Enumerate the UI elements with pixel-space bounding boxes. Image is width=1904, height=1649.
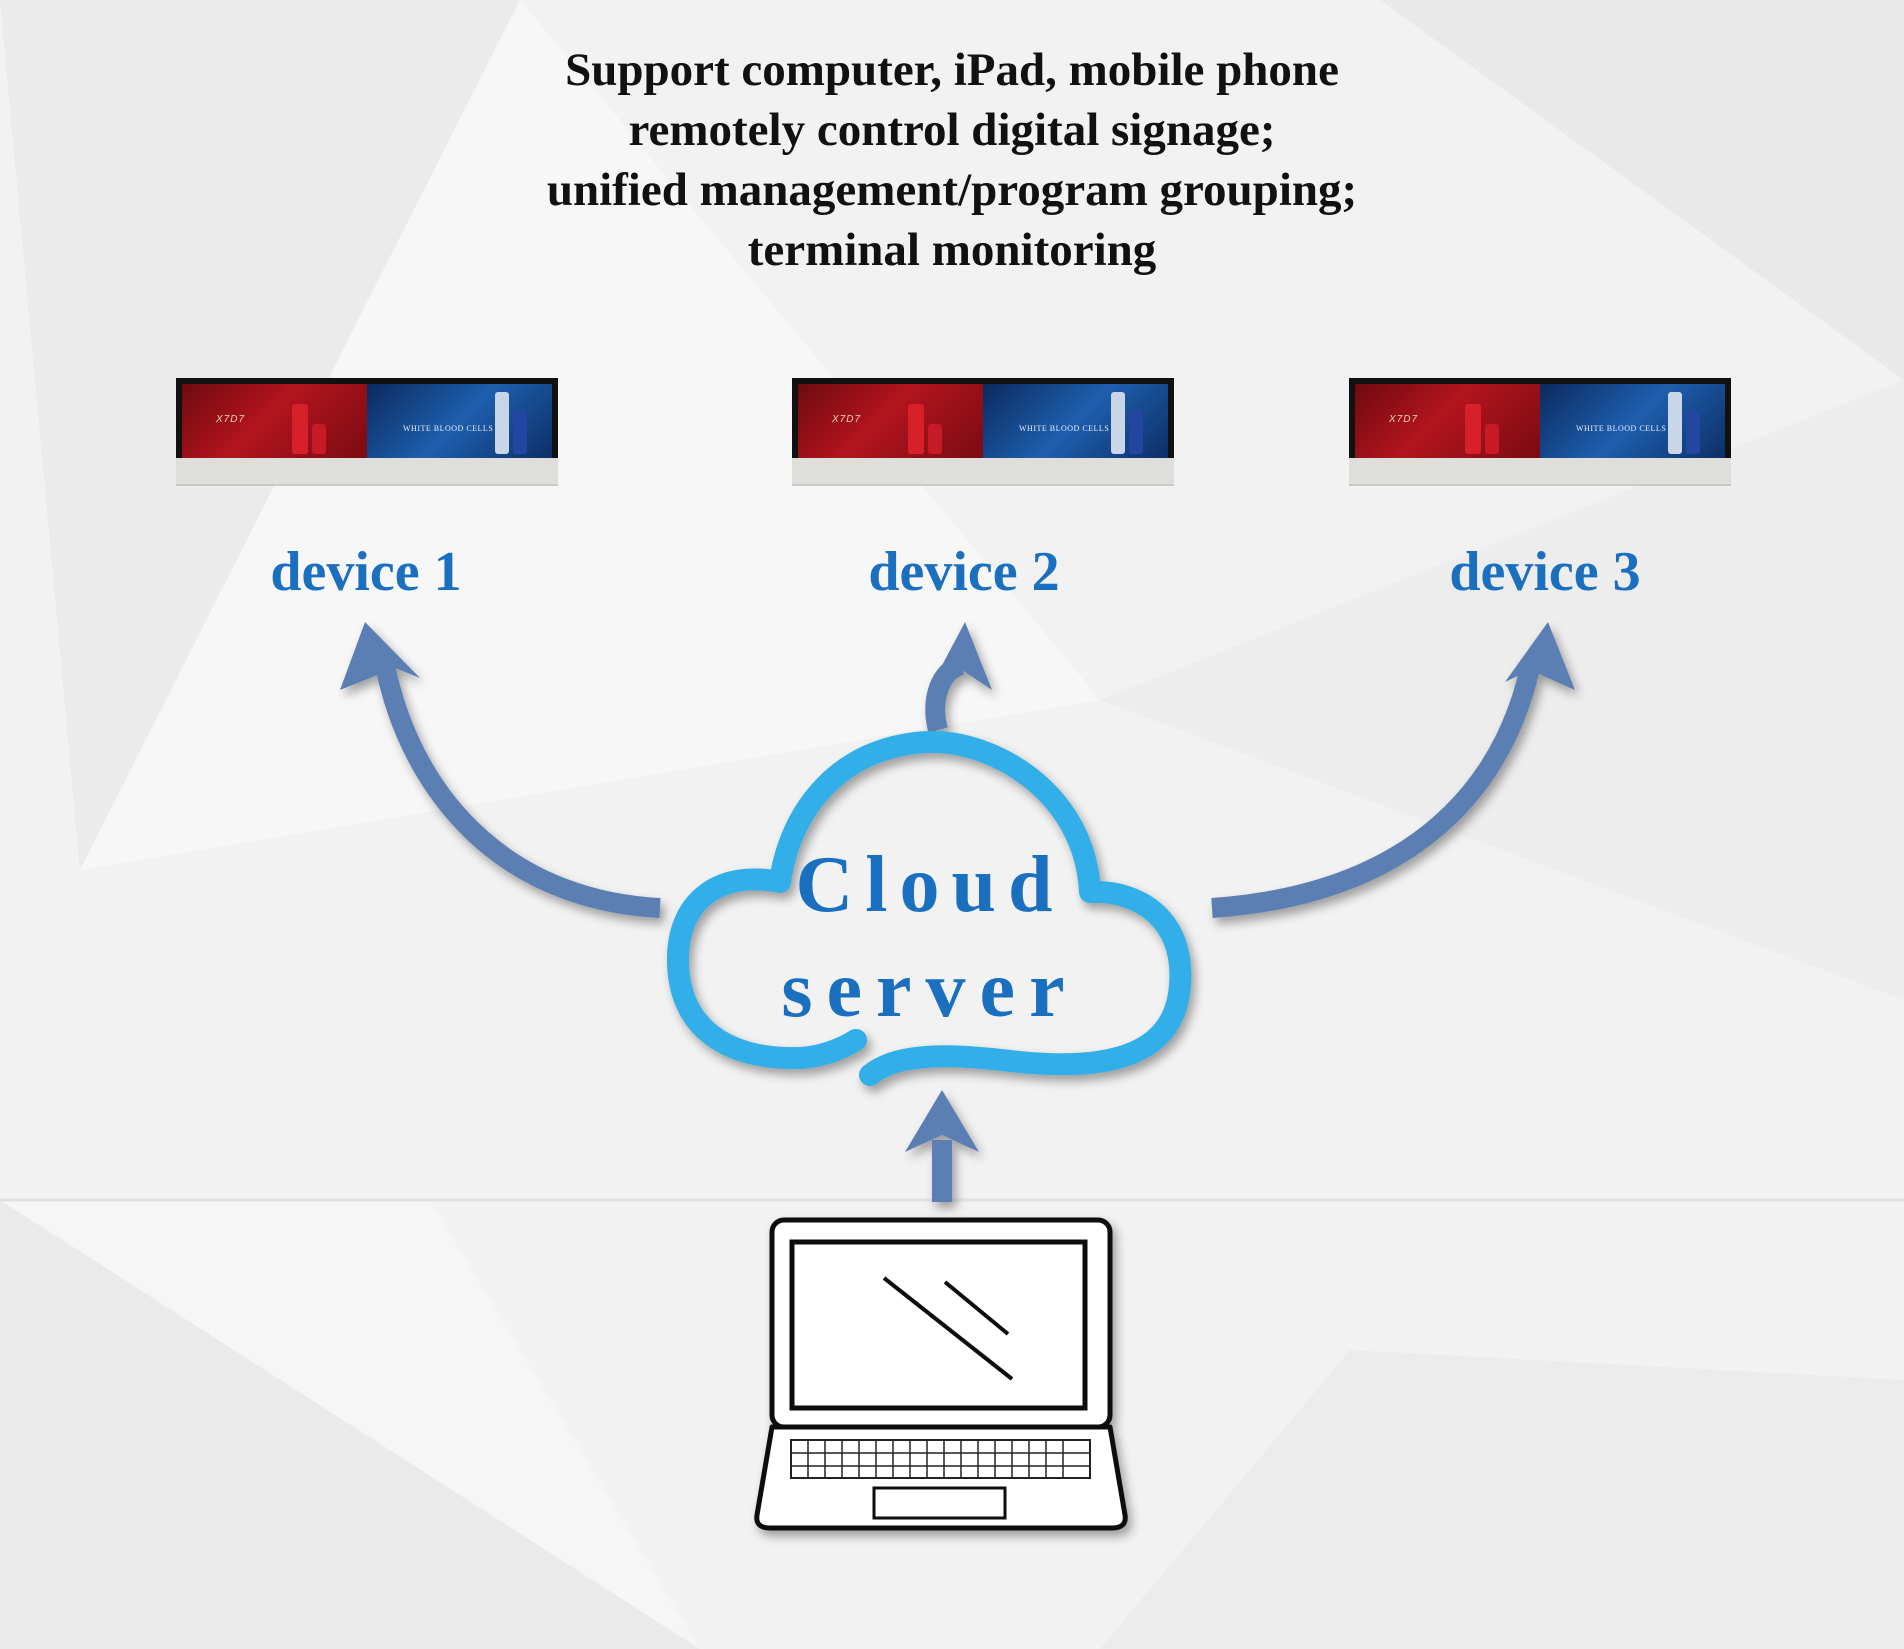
headline: Support computer, iPad, mobile phone rem… bbox=[452, 40, 1452, 280]
headline-line-1: Support computer, iPad, mobile phone bbox=[565, 44, 1339, 96]
device-1-label: device 1 bbox=[270, 541, 462, 603]
device-3-label: device 3 bbox=[1449, 541, 1641, 603]
ad-panel-red: X7D7 bbox=[798, 384, 983, 458]
display-base bbox=[1349, 458, 1731, 486]
device-2-display: X7D7 WHITE BLOOD CELLS bbox=[792, 378, 1182, 494]
ad-tag: WHITE BLOOD CELLS bbox=[403, 424, 494, 433]
display-base bbox=[792, 458, 1174, 486]
ad-panel-red: X7D7 bbox=[1355, 384, 1540, 458]
ad-tag: WHITE BLOOD CELLS bbox=[1019, 424, 1110, 433]
ad-panel-blue: WHITE BLOOD CELLS bbox=[367, 384, 552, 458]
cloud-icon bbox=[666, 730, 1192, 1086]
display-base bbox=[176, 458, 558, 486]
arrow-laptop-to-cloud bbox=[905, 1090, 979, 1202]
ad-brand: X7D7 bbox=[832, 414, 862, 425]
arrow-to-device-1 bbox=[340, 622, 661, 918]
headline-line-4: terminal monitoring bbox=[747, 224, 1157, 276]
headline-line-3: unified management/program grouping; bbox=[546, 164, 1358, 216]
ad-panel-blue: WHITE BLOOD CELLS bbox=[983, 384, 1168, 458]
device-1-display: X7D7 WHITE BLOOD CELLS bbox=[176, 378, 566, 494]
cloud-title-line-1: Cloud bbox=[795, 841, 1065, 929]
ad-panel-red: X7D7 bbox=[182, 384, 367, 458]
ad-tag: WHITE BLOOD CELLS bbox=[1576, 424, 1667, 433]
headline-line-2: remotely control digital signage; bbox=[628, 104, 1276, 156]
arrow-to-device-2 bbox=[925, 622, 992, 733]
laptop-icon bbox=[754, 1217, 1128, 1531]
device-3-display: X7D7 WHITE BLOOD CELLS bbox=[1349, 378, 1739, 494]
ad-brand: X7D7 bbox=[216, 414, 246, 425]
device-2-label: device 2 bbox=[868, 541, 1060, 603]
ad-panel-blue: WHITE BLOOD CELLS bbox=[1540, 384, 1725, 458]
ad-brand: X7D7 bbox=[1389, 414, 1419, 425]
cloud-title-line-2: server bbox=[781, 946, 1079, 1034]
arrow-to-device-3 bbox=[1211, 622, 1575, 918]
